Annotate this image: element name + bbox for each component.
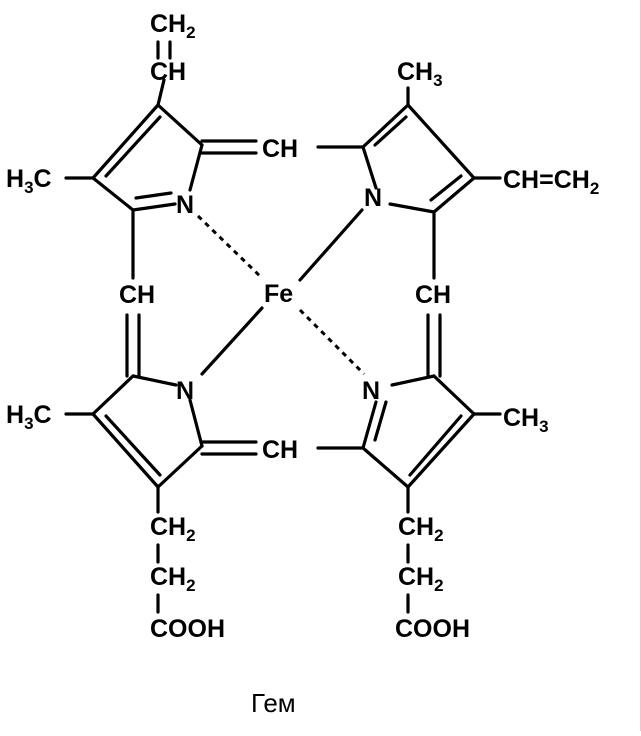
left-chain-ch2-b: CH2	[150, 563, 196, 595]
bottom-meso-ch: CH	[262, 436, 298, 464]
diagram-caption: Гем	[251, 688, 296, 718]
iron-atom: Fe	[264, 280, 293, 308]
pyrrole-ring-4	[361, 374, 476, 489]
pyrrole-ring-2	[361, 103, 476, 214]
ring2-methyl-label: CH3	[397, 58, 443, 90]
ring1-methyl-label: H3C	[6, 165, 52, 197]
pyrrole-ring-1	[91, 103, 204, 212]
nitrogen-ring-3: N	[176, 377, 194, 405]
bond-fe-n2	[298, 208, 364, 282]
right-chain-cooh: COOH	[395, 615, 470, 643]
ring1-vinyl-bond	[156, 78, 166, 107]
top-meso-ch: CH	[262, 135, 298, 163]
nitrogen-ring-1: N	[176, 191, 194, 219]
top-vinyl-ch2: CH2	[150, 10, 196, 42]
ring4-methyl-label: CH3	[503, 404, 549, 436]
right-chain-ch2-a: CH2	[398, 513, 444, 545]
top-vinyl-ch: CH	[150, 58, 186, 86]
coordinate-bond-fe-n4	[298, 308, 366, 376]
nitrogen-ring-4: N	[362, 377, 380, 405]
nitrogen-ring-2: N	[364, 184, 382, 212]
bond-fe-n3	[200, 306, 264, 376]
right-chain-ch2-b: CH2	[398, 563, 444, 595]
pyrrole-ring-3	[91, 374, 204, 489]
left-chain-ch2-a: CH2	[150, 513, 196, 545]
left-meso-ch: CH	[119, 281, 155, 309]
ring3-methyl-label: H3C	[6, 401, 52, 433]
right-meso-ch: CH	[415, 281, 451, 309]
ring2-vinyl-label: CH=CH2	[503, 166, 599, 198]
coordinate-bond-n1-fe	[196, 214, 264, 280]
left-chain-cooh: COOH	[150, 615, 225, 643]
